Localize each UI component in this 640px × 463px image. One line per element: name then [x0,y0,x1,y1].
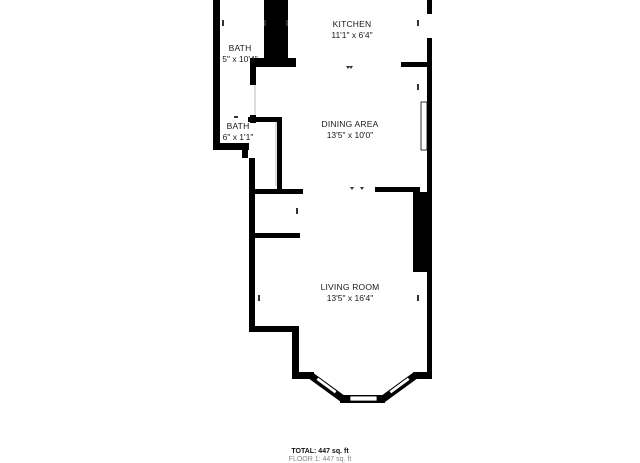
room-dims: 13'5" x 16'4" [326,293,374,303]
wall-segment [427,0,432,14]
total-area: TOTAL: 447 sq. ft [291,448,349,455]
wall-segment [401,62,427,67]
room-name: BATH [228,43,252,53]
tick [258,295,260,301]
wall-segment [292,372,314,379]
area-summary: TOTAL: 447 sq. ft FLOOR 1: 447 sq. ft [240,448,400,463]
room-label-living: LIVING ROOM 13'5" x 16'4" [300,282,400,304]
wall-segment [253,189,303,194]
room-dims: 11'1" x 6'4" [331,30,373,40]
tick [234,116,238,118]
wall-segment [427,272,432,372]
tick [222,20,224,26]
windows [315,101,428,402]
wall-segment [253,233,300,238]
window [315,376,338,395]
room-name: BATH [226,121,250,131]
wall-segment [413,192,427,272]
room-name: DINING AREA [321,119,379,129]
tick [360,187,364,190]
room-label-bath-upper: BATH 5" x 10'4" [218,43,262,65]
room-dims: 13'5" x 10'0" [326,130,374,140]
wall-segment [213,0,220,149]
window [420,101,428,151]
room-label-dining: DINING AREA 13'5" x 10'0" [300,119,400,141]
room-label-bath-lower: BATH 6" x 1'1" [216,121,260,143]
wall-segment [213,143,249,150]
wall-segment [248,117,277,122]
wall-segment [249,158,255,330]
window [388,376,411,395]
wall-segment [250,58,296,67]
tick [296,208,298,214]
wall-segment [276,0,288,58]
tick [286,20,288,26]
room-dims: 6" x 1'1" [222,132,254,142]
wall-segment [249,326,297,332]
window [349,395,378,402]
door-openings [254,85,277,186]
tick [350,187,354,190]
room-dims: 5" x 10'4" [222,54,258,64]
wall-segment [427,38,432,290]
dimension-ticks [222,20,419,301]
wall-segment [413,372,432,379]
wall-segment [292,326,299,378]
tick [346,66,350,69]
tick [264,20,266,26]
room-label-kitchen: KITCHEN 11'1" x 6'4" [312,19,392,41]
room-name: KITCHEN [332,19,372,29]
wall-segment [242,143,248,158]
wall-segment [264,0,276,58]
tick [417,84,419,90]
room-name: LIVING ROOM [320,282,380,292]
wall-segment [277,117,282,193]
wall-segment [250,67,256,85]
tick [417,295,419,301]
tick [417,20,419,26]
tick [349,66,353,69]
wall-segment [375,187,420,192]
